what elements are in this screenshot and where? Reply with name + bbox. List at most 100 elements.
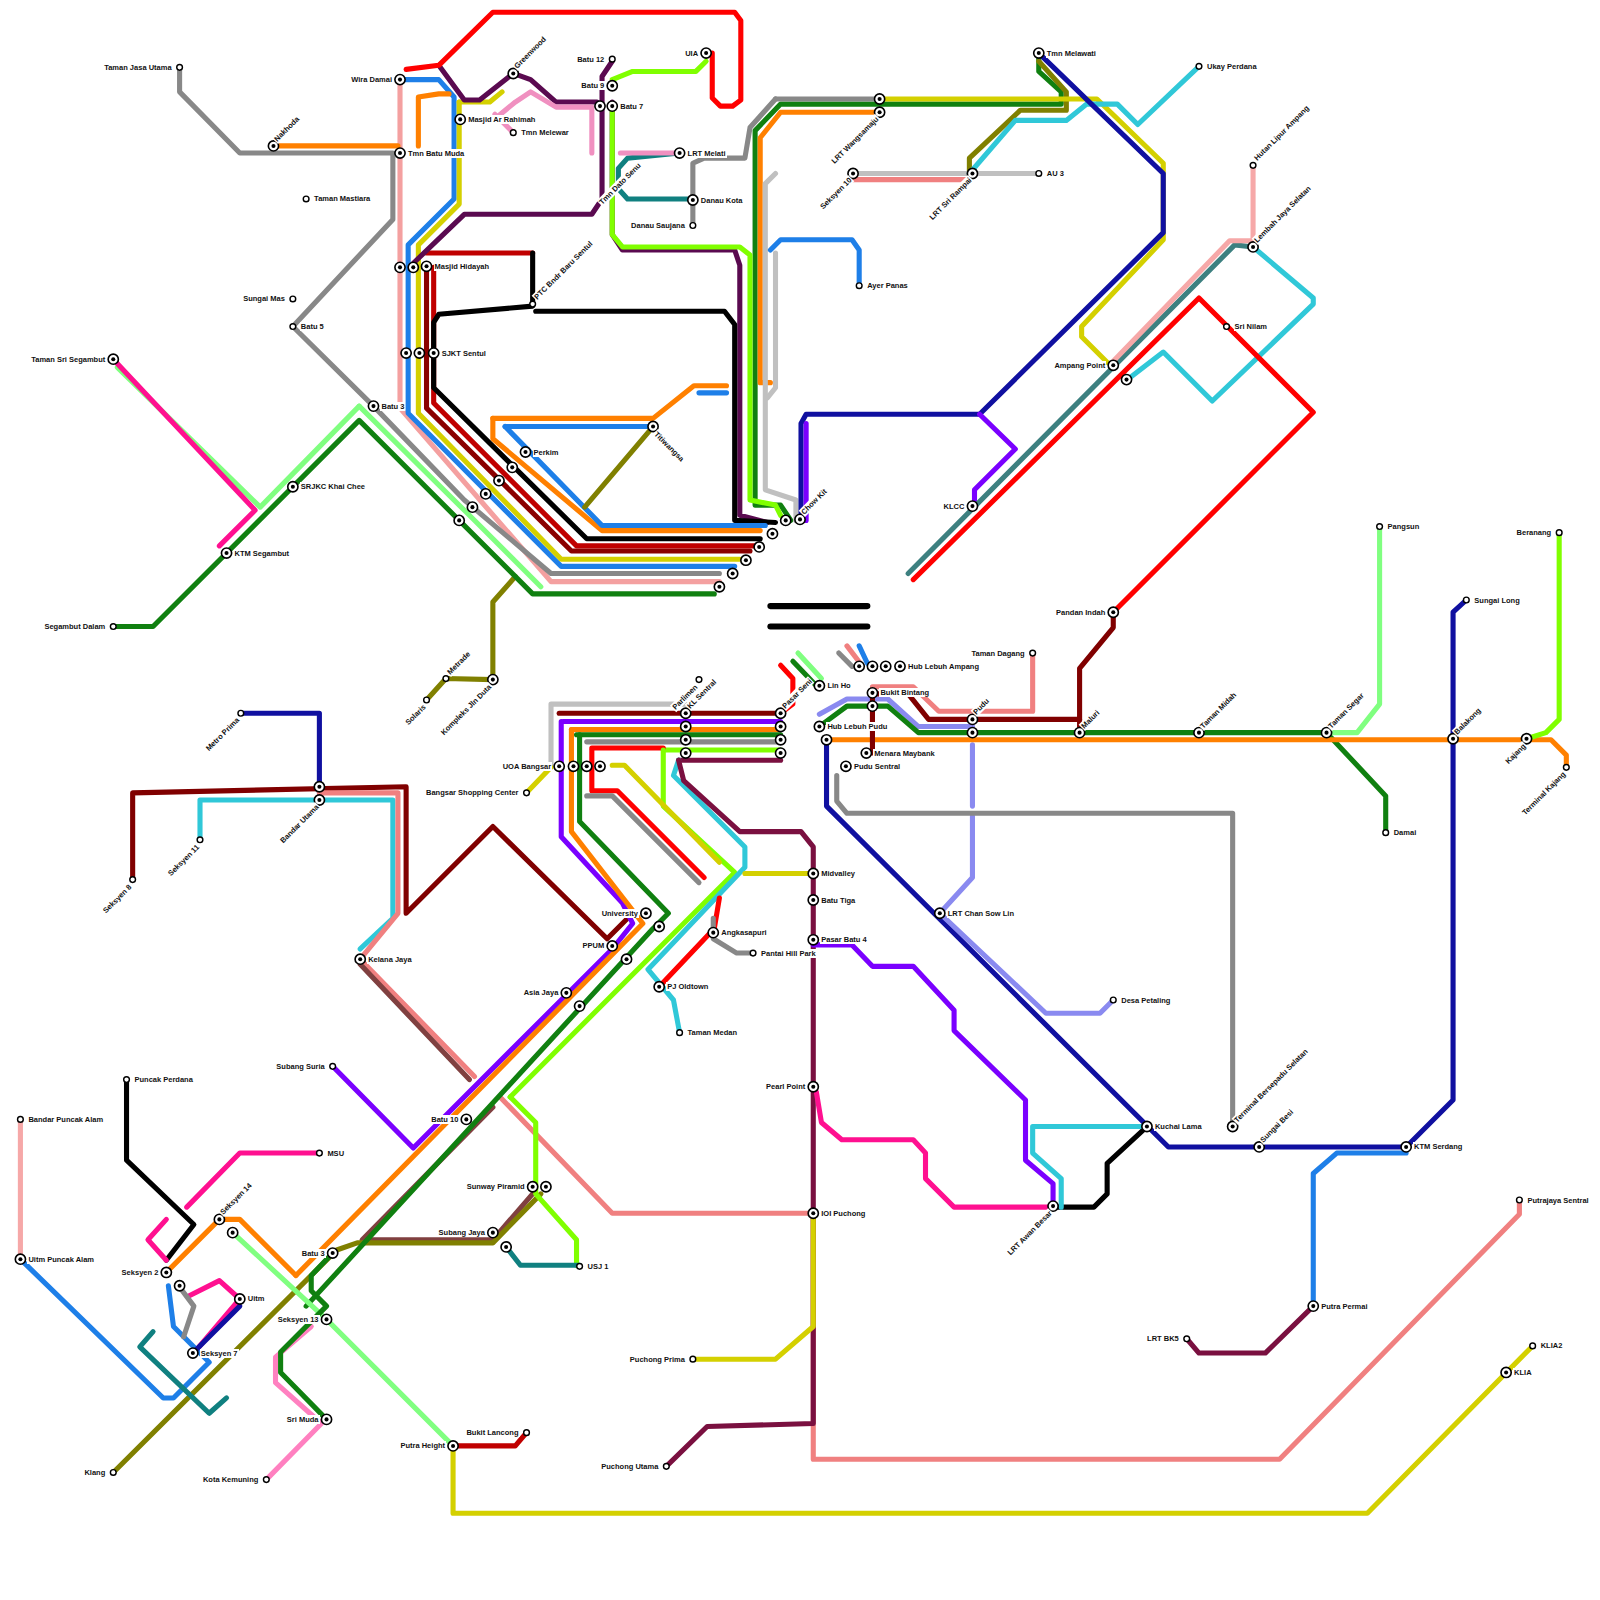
station-label: Taman Midah xyxy=(1198,689,1239,730)
station-marker xyxy=(607,101,617,111)
station-label: Seksyen 14 xyxy=(218,1181,255,1218)
station-label: SJKT Sentul xyxy=(441,349,487,358)
station-label: University xyxy=(601,909,639,918)
station-marker xyxy=(238,710,244,716)
station-marker xyxy=(938,911,942,915)
station-label: Batu 3 xyxy=(301,1249,326,1258)
station-marker xyxy=(895,661,905,671)
station-label: Danau Kota xyxy=(700,196,744,205)
station-marker xyxy=(811,1211,815,1215)
station-marker xyxy=(696,677,702,683)
station-label: Ampang Point xyxy=(1053,361,1106,370)
station-marker xyxy=(1051,1204,1055,1208)
station-marker xyxy=(678,151,682,155)
interchange-dots xyxy=(178,97,1129,1288)
station-marker xyxy=(290,324,296,330)
station-label: Batu 12 xyxy=(576,55,605,64)
station-label: Wira Damai xyxy=(350,75,393,84)
station-marker xyxy=(1231,1124,1235,1128)
station-marker xyxy=(1110,997,1116,1003)
station-marker xyxy=(811,938,815,942)
station-marker xyxy=(811,1085,815,1089)
station-label: Lin Ho xyxy=(826,681,851,690)
station-label: Sungai Besi xyxy=(1258,1107,1296,1145)
station-marker xyxy=(110,1470,116,1476)
station-marker xyxy=(808,868,818,878)
station-marker xyxy=(191,1351,195,1355)
station-marker xyxy=(1036,171,1042,177)
station-marker xyxy=(531,1185,535,1189)
station-label: LRT BK5 xyxy=(1146,1334,1180,1343)
station-marker xyxy=(610,104,614,108)
station-label: Taman Dagang xyxy=(970,649,1025,658)
station-marker xyxy=(235,1294,245,1304)
station-label: Pantai Hill Park xyxy=(760,949,817,958)
station-marker xyxy=(317,798,321,802)
station-marker xyxy=(677,1030,683,1036)
station-marker xyxy=(811,871,815,875)
station-marker xyxy=(221,548,231,558)
station-label: Taman Medan xyxy=(687,1028,738,1037)
station-marker xyxy=(398,78,402,82)
station-marker xyxy=(520,447,530,457)
station-marker xyxy=(609,56,615,62)
station-marker xyxy=(808,935,818,945)
station-marker xyxy=(970,504,974,508)
station-label: Hutan Lipur Ampang xyxy=(1252,103,1312,163)
station-label: AU 3 xyxy=(1046,169,1065,178)
station-marker xyxy=(321,1414,331,1424)
station-marker xyxy=(1257,1145,1261,1149)
station-marker xyxy=(711,931,715,935)
station-label: KLCC xyxy=(943,502,966,511)
station-marker xyxy=(288,482,298,492)
station-marker xyxy=(867,688,877,698)
station-marker xyxy=(607,81,617,91)
station-marker xyxy=(691,198,695,202)
station-label: Bukit Bintang xyxy=(879,688,930,697)
station-marker xyxy=(1145,1124,1149,1128)
station-marker xyxy=(1311,1304,1315,1308)
station-marker xyxy=(1383,830,1389,836)
station-label: Terminal Bersepadu Selatan xyxy=(1231,1046,1310,1125)
station-marker xyxy=(779,711,783,715)
station-marker xyxy=(1451,737,1455,741)
station-marker xyxy=(811,898,815,902)
station-label: LRT Melati xyxy=(687,149,727,158)
station-label: Puchong Prima xyxy=(629,1355,686,1364)
station-label: Tmn Batu Muda xyxy=(407,149,465,158)
station-label: MSU xyxy=(326,1149,345,1158)
station-label: Batu 3 xyxy=(380,402,405,411)
station-marker xyxy=(524,790,530,796)
station-label: Subang Suria xyxy=(275,1062,325,1071)
station-label: PJ Oldtown xyxy=(666,982,709,991)
station-marker xyxy=(607,941,617,951)
station-marker xyxy=(690,1356,696,1362)
station-marker xyxy=(355,954,365,964)
station-marker xyxy=(371,404,375,408)
station-label: UOA Bangsar xyxy=(502,762,552,771)
station-marker xyxy=(935,908,945,918)
station-label: Kuchai Lama xyxy=(1154,1122,1203,1131)
station-marker xyxy=(841,761,851,771)
station-marker xyxy=(878,110,882,114)
station-marker xyxy=(817,724,821,728)
station-marker xyxy=(321,1314,331,1324)
station-marker xyxy=(398,151,402,155)
station-label: Pasar Seni xyxy=(779,676,814,711)
station-marker xyxy=(808,895,818,905)
station-label: Titiwangsa xyxy=(652,429,687,464)
station-marker xyxy=(18,1117,24,1123)
station-label: Masjid Hidayah xyxy=(434,262,491,271)
station-label: Batu 10 xyxy=(430,1115,459,1124)
station-label: Pudu Sentral xyxy=(853,762,901,771)
station-marker xyxy=(448,1441,458,1451)
station-label: Hub Lebuh Ampang xyxy=(907,662,980,671)
station-marker xyxy=(358,957,362,961)
station-label: Segambut Dalam xyxy=(43,622,106,631)
station-marker xyxy=(324,1417,328,1421)
station-marker xyxy=(644,911,648,915)
station-label: Asia Jaya xyxy=(523,988,560,997)
station-marker xyxy=(814,681,824,691)
station-label: KTM Serdang xyxy=(1413,1142,1463,1151)
